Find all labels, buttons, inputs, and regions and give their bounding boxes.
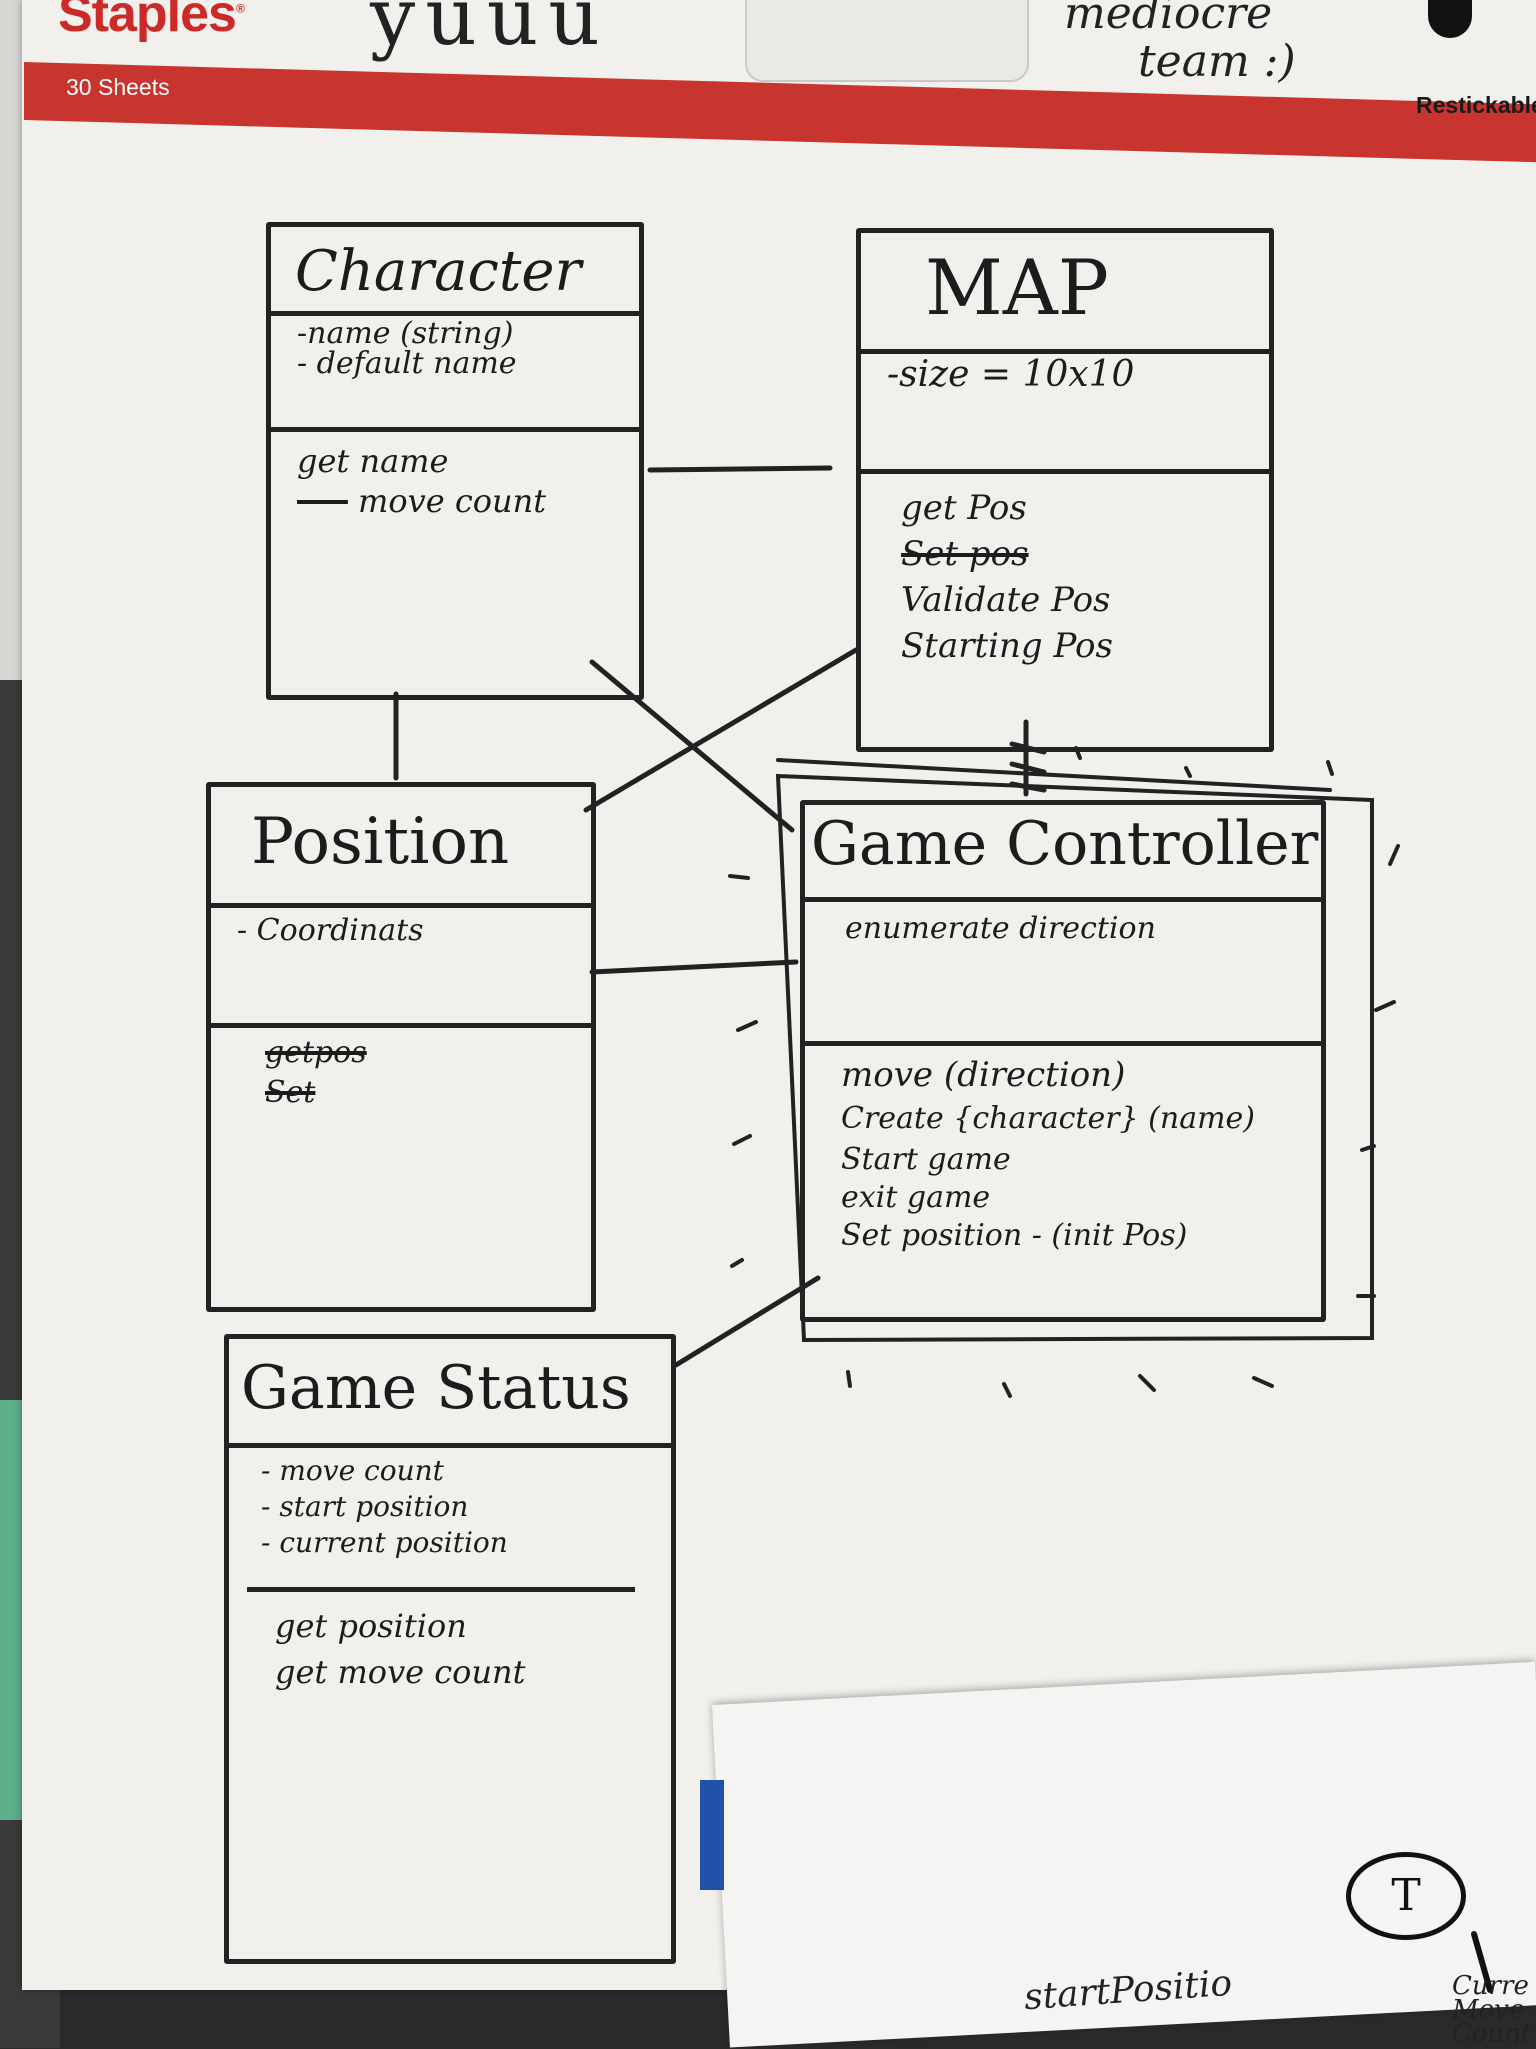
character-divider-1 (271, 311, 639, 316)
brand-logo: Staples® (58, 0, 245, 44)
character-methods: get name move count (297, 441, 629, 521)
map-attributes: -size = 10x10 (887, 353, 1259, 397)
game-controller-method: Set position - (init Pos) (841, 1218, 1188, 1253)
game-controller-method: exit game (841, 1180, 991, 1215)
map-method: Validate Pos (901, 580, 1111, 620)
position-divider-2 (211, 1023, 591, 1028)
position-title: Position (251, 805, 510, 879)
game-status-method: get move count (275, 1653, 526, 1691)
position-method-struck: getpos (265, 1035, 367, 1070)
character-method-text: move count (358, 482, 547, 520)
game-status-title: Game Status (241, 1353, 631, 1423)
character-method: get name (297, 442, 449, 480)
map-method: get Pos (901, 488, 1027, 528)
strike-mark (297, 482, 348, 520)
map-methods: get Pos Set pos Validate Pos Starting Po… (901, 485, 1259, 669)
game-controller-attribute: enumerate direction (845, 911, 1156, 946)
map-divider-1 (861, 349, 1269, 354)
character-attribute: -name (string) (297, 316, 514, 351)
game-status-divider-1 (229, 1443, 671, 1448)
sheet-circle-label: T (1346, 1852, 1466, 1940)
map-method-struck: Set pos (901, 534, 1029, 574)
game-status-attributes: - move count - start position - current … (261, 1453, 661, 1561)
game-controller-attributes: enumerate direction (845, 909, 1311, 949)
restickable-label: Restickable (1416, 92, 1536, 118)
character-attribute: - default name (297, 346, 517, 381)
character-box: Character -name (string) - default name … (266, 222, 644, 700)
game-status-divider-2 (247, 1587, 635, 1592)
position-method-struck: Set (265, 1075, 316, 1110)
position-methods: getpos Set (265, 1033, 581, 1113)
sheet-curr-text: Curre Move Count (1452, 1971, 1532, 2049)
game-controller-method: Start game (841, 1142, 1011, 1177)
position-box: Position - Coordinats getpos Set (206, 782, 596, 1312)
game-status-method: get position (275, 1607, 467, 1645)
character-divider-2 (271, 427, 639, 432)
game-controller-method: move (direction) (841, 1055, 1126, 1095)
binding-hole (1428, 0, 1472, 38)
game-controller-methods: move (direction) Create {character} (nam… (841, 1053, 1311, 1255)
character-method: move count (297, 481, 629, 521)
game-status-attribute: - current position (261, 1526, 508, 1559)
position-divider-1 (211, 903, 591, 908)
game-controller-divider-2 (805, 1041, 1321, 1046)
map-title: MAP (925, 243, 1109, 332)
game-status-box: Game Status - move count - start positio… (224, 1334, 676, 1964)
brand-name: Staples (58, 0, 237, 43)
top-scrawl-left: yuuu (370, 0, 610, 63)
game-controller-divider-1 (805, 897, 1321, 902)
position-attribute: - Coordinats (237, 913, 424, 948)
blue-tape (700, 1780, 724, 1890)
top-scrawl-line2: team :) (1138, 36, 1296, 87)
top-scrawl-line1: mediocre (1064, 0, 1273, 39)
sheets-label: 30 Sheets (66, 74, 170, 100)
position-attributes: - Coordinats (237, 911, 581, 951)
character-attributes: -name (string) - default name (297, 319, 629, 379)
game-status-methods: get position get move count (275, 1603, 661, 1695)
map-box: MAP -size = 10x10 get Pos Set pos Valida… (856, 228, 1274, 752)
map-method: Starting Pos (901, 626, 1113, 666)
paper-cutout (745, 0, 1029, 82)
game-controller-box: Game Controller enumerate direction move… (800, 800, 1326, 1322)
game-status-attribute: - start position (261, 1490, 469, 1523)
map-attribute: -size = 10x10 (887, 354, 1135, 395)
character-title: Character (295, 239, 582, 304)
game-controller-title: Game Controller (811, 809, 1319, 879)
map-divider-2 (861, 469, 1269, 474)
game-status-attribute: - move count (261, 1454, 444, 1487)
game-controller-method: Create {character} (name) (841, 1101, 1255, 1136)
top-scrawl-right: mediocre team :) (1064, 0, 1364, 86)
